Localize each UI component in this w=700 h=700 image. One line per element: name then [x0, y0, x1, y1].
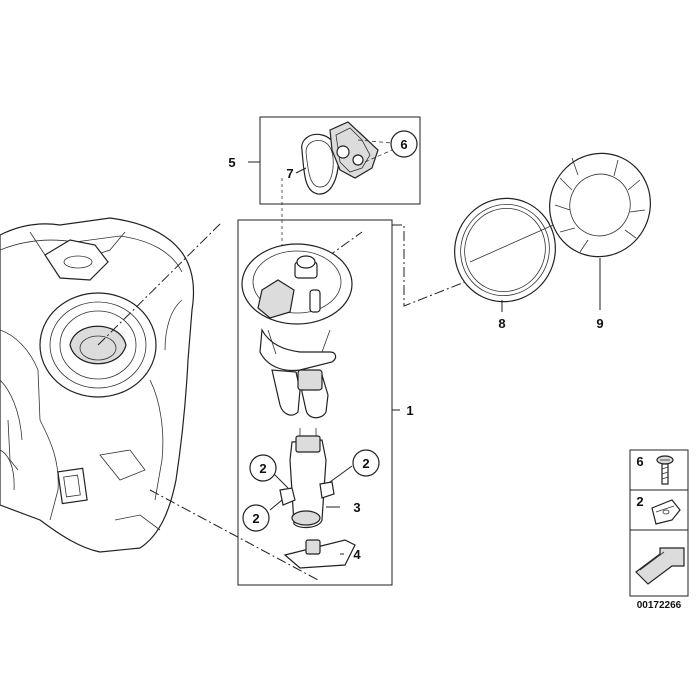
callout-2-upper-right: 2 — [352, 449, 380, 477]
direction-arrow-icon — [635, 547, 685, 585]
callout-8: 8 — [498, 316, 505, 331]
fuel-pump-3 — [279, 428, 340, 529]
svg-text:6: 6 — [636, 454, 643, 469]
callout-7: 7 — [286, 166, 293, 181]
assembly-box-5 — [248, 116, 421, 205]
screw-icon — [656, 455, 674, 485]
callout-3: 3 — [353, 500, 360, 515]
svg-text:8: 8 — [498, 316, 505, 331]
leader-line — [469, 221, 561, 263]
legend-box: 6 2 — [629, 449, 689, 597]
svg-text:6: 6 — [400, 137, 407, 152]
svg-text:2: 2 — [636, 494, 643, 509]
leader-line — [149, 489, 319, 581]
seal-ring-8 — [454, 197, 556, 312]
callout-1: 1 — [406, 403, 413, 418]
callout-2-lower-left: 2 — [242, 504, 270, 532]
leader-line — [269, 499, 283, 511]
legend-row-2: 2 — [636, 494, 681, 525]
svg-text:3: 3 — [353, 500, 360, 515]
svg-text:9: 9 — [596, 316, 603, 331]
svg-text:5: 5 — [228, 155, 235, 170]
fuel-pump-assembly — [241, 243, 353, 419]
leader-line — [329, 465, 353, 483]
svg-text:2: 2 — [252, 511, 259, 526]
callout-4: 4 — [353, 547, 361, 562]
fuel-filter-4 — [283, 539, 356, 569]
assembly-box-1 — [237, 219, 400, 586]
clip-nut-icon — [651, 499, 681, 525]
svg-text:2: 2 — [362, 456, 369, 471]
leader-line — [392, 224, 471, 307]
lock-ring-9 — [549, 152, 651, 310]
diagram-code: 00172266 — [637, 600, 682, 611]
callout-2-upper-left: 2 — [249, 454, 277, 482]
leader-line — [97, 221, 223, 346]
callout-5: 5 — [228, 155, 235, 170]
svg-text:4: 4 — [353, 547, 361, 562]
fuel-tank — [0, 217, 195, 553]
callout-6: 6 — [390, 130, 418, 158]
svg-text:1: 1 — [406, 403, 413, 418]
svg-text:7: 7 — [286, 166, 293, 181]
legend-row-6: 6 — [636, 454, 674, 485]
callout-9: 9 — [596, 316, 603, 331]
svg-text:2: 2 — [259, 461, 266, 476]
